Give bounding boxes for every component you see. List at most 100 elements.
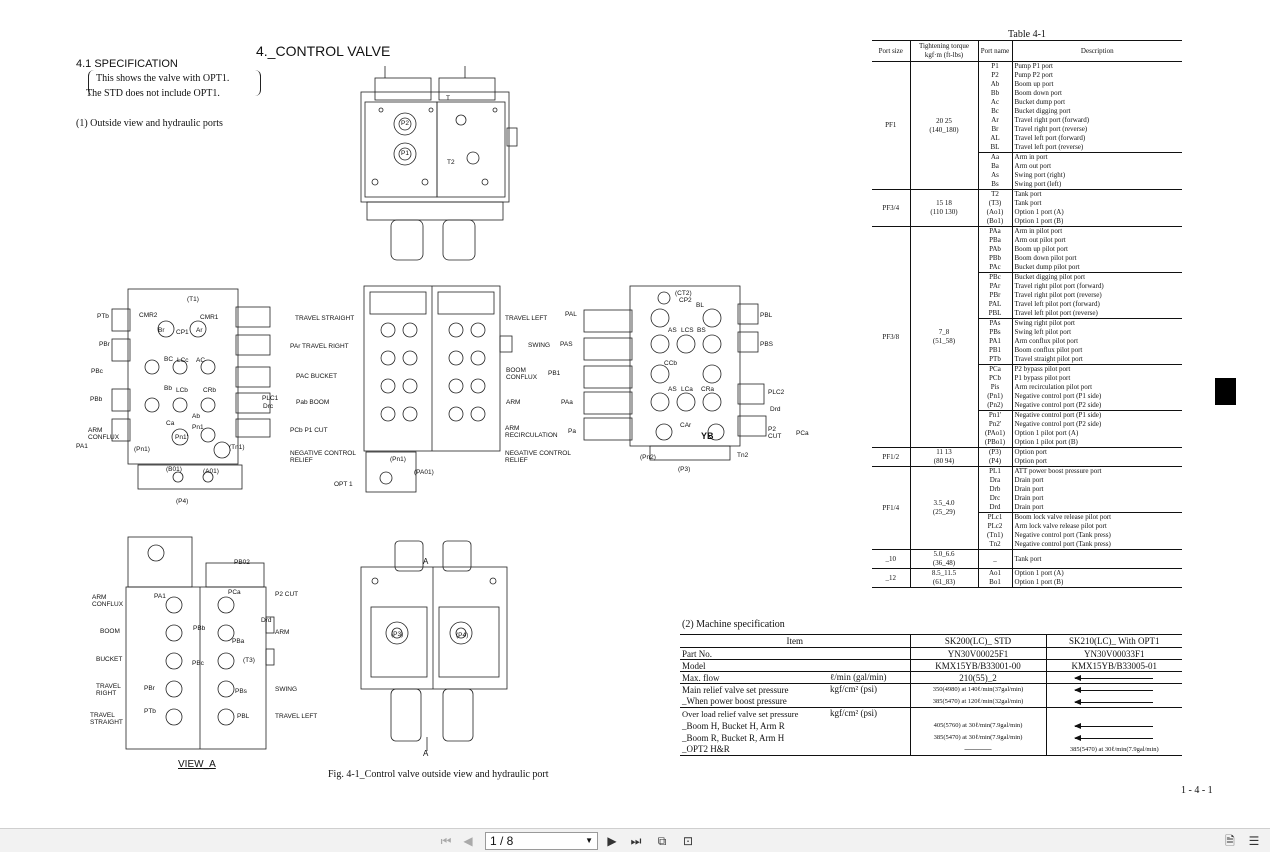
- valve-view-a-drawing: [125, 536, 275, 750]
- header-description: Description: [1012, 40, 1182, 62]
- label-pn1: Pn1: [192, 424, 204, 431]
- label-t3-va: (T3): [243, 657, 255, 664]
- last-page-icon[interactable]: ⏭: [630, 834, 642, 848]
- label-p2-cut-b: CUT: [768, 433, 782, 440]
- port-size-cell: PF3/8: [872, 226, 911, 448]
- menu-icon[interactable]: ☰: [1248, 834, 1260, 848]
- section-title: 4.1 SPECIFICATION: [76, 58, 178, 70]
- label-pn1-prime: Pn1': [175, 434, 188, 441]
- description-cell: Option 1 port (A): [1014, 569, 1064, 577]
- ms-row-model: Model KMX15YB/B33001-00 KMX15YB/B33005-0…: [680, 659, 1182, 672]
- label-pca: PCa: [796, 430, 809, 437]
- fit-page-icon[interactable]: ⊡: [682, 834, 694, 848]
- port-name-cell: PBc: [978, 272, 1013, 282]
- port-name-cell: Bs: [978, 180, 1013, 190]
- port-name-cell: Tn2: [978, 540, 1013, 550]
- label-p1-cut: PCb P1 CUT: [290, 427, 328, 434]
- port-name-cell: Drc: [978, 494, 1013, 503]
- label-ct2: (CT2): [675, 290, 692, 297]
- document-icon[interactable]: 🗎: [1225, 834, 1235, 848]
- port-name-cell: PAb: [978, 245, 1013, 254]
- port-name-cell: (Pn1): [978, 392, 1013, 401]
- description-cell: Arm out port: [1014, 162, 1052, 170]
- port-name-cell: As: [978, 171, 1013, 180]
- label-paa: PAa: [561, 399, 573, 406]
- description-cell: Travel right port (reverse): [1014, 125, 1088, 133]
- valve-right-view-drawing: [583, 285, 767, 461]
- port-name-cell: PL1: [978, 466, 1013, 476]
- label-boom: Pab BOOM: [296, 399, 330, 406]
- label-relief-right: RELIEF: [505, 457, 528, 464]
- label-yb: YB: [701, 431, 714, 441]
- label-travel-straight: TRAVEL STRAIGHT: [295, 315, 355, 322]
- label-br: Br: [158, 327, 165, 334]
- description-cell: Tank port: [1014, 199, 1042, 207]
- label-a-top: A: [423, 557, 429, 566]
- description-cell: Tank port: [1014, 190, 1042, 198]
- label-tn2: Tn2: [737, 452, 749, 459]
- ms-row-max-flow: Max. flow ℓ/min (gal/min) 210(55)_2: [680, 671, 1182, 684]
- prev-page-icon[interactable]: ◀: [463, 834, 473, 848]
- label-pa1: PA1: [76, 443, 88, 450]
- label-cmr1: CMR1: [200, 314, 219, 321]
- label-p2-cut-a: P2: [768, 426, 776, 433]
- page-selector[interactable]: 1 / 8 ▼: [485, 832, 598, 850]
- next-page-icon[interactable]: ▶: [607, 834, 617, 848]
- description-cell: Swing port (right): [1014, 171, 1066, 179]
- label-pca-va: PCa: [228, 589, 241, 596]
- first-page-icon[interactable]: ⏮: [440, 834, 452, 848]
- label-boom-va: BOOM: [100, 628, 120, 635]
- port-name-cell: PBr: [978, 291, 1013, 300]
- label-pbr-va: PBr: [144, 685, 155, 692]
- description-cell: Negative control port (P2 side): [1012, 401, 1182, 411]
- label-t2: T2: [447, 159, 455, 166]
- port-name-cell: Dra: [978, 476, 1013, 485]
- torque-cell: 3.5_4.0(25_29): [910, 466, 979, 550]
- description-cell: Bucket dump pilot port: [1012, 263, 1182, 273]
- port-name-cell: PAs: [978, 318, 1013, 328]
- port-name-cell: PAa: [978, 226, 1013, 236]
- description-cell: Bucket digging port: [1014, 107, 1071, 115]
- port-name-cell: PBL: [978, 309, 1013, 319]
- torque-cell: 5.0_6.6(36_48): [910, 549, 979, 569]
- port-table: Port size Tightening torque kgf·m (ft-lb…: [872, 40, 1182, 588]
- label-arm-right: ARM: [506, 399, 521, 406]
- two-page-icon[interactable]: ⧉: [657, 834, 667, 848]
- table-row: (Pn1)Negative control port (P1 side): [872, 392, 1182, 401]
- table-row: (Tn1)Negative control port (Tank press): [872, 531, 1182, 540]
- same-as-left-arrow: [1074, 722, 1154, 729]
- description-cell: ATT power boost pressure port: [1014, 467, 1102, 475]
- description-cell: Option 1 pilot port (A): [1014, 429, 1079, 437]
- label-pb1: PB1: [548, 370, 561, 377]
- label-drd-va: Drd: [261, 617, 272, 624]
- label-pas: PAS: [560, 341, 573, 348]
- label-pn1-mid: (Pn1): [390, 456, 406, 463]
- label-arm-conflux: ARM CONFLUX: [88, 427, 120, 441]
- port-size-cell: _10: [872, 549, 911, 569]
- label-pa1-va: PA1: [154, 593, 166, 600]
- description-cell: Bucket dump port: [1014, 98, 1066, 106]
- description-cell: Negative control port (Tank press): [1012, 540, 1182, 550]
- description-cell: Negative control port (P1 side): [1014, 411, 1102, 419]
- label-pn1-paren: (Pn1): [134, 446, 150, 453]
- port-size-cell: PF1/2: [872, 447, 911, 467]
- description-cell: Option 1 port (B): [1012, 217, 1182, 227]
- page-number: 1 - 4 - 1: [1181, 785, 1213, 796]
- same-as-left-arrow: [1074, 687, 1154, 694]
- port-name-cell: Bc: [978, 107, 1013, 116]
- description-cell: Negative control port (P2 side): [1014, 420, 1102, 428]
- port-name-cell: Bb: [978, 89, 1013, 98]
- port-name-cell: (Tn1): [978, 531, 1013, 540]
- label-pbb-va: PBb: [193, 625, 206, 632]
- label-a01: (A01): [203, 468, 219, 475]
- description-cell: Travel right pilot port (reverse): [1014, 291, 1102, 299]
